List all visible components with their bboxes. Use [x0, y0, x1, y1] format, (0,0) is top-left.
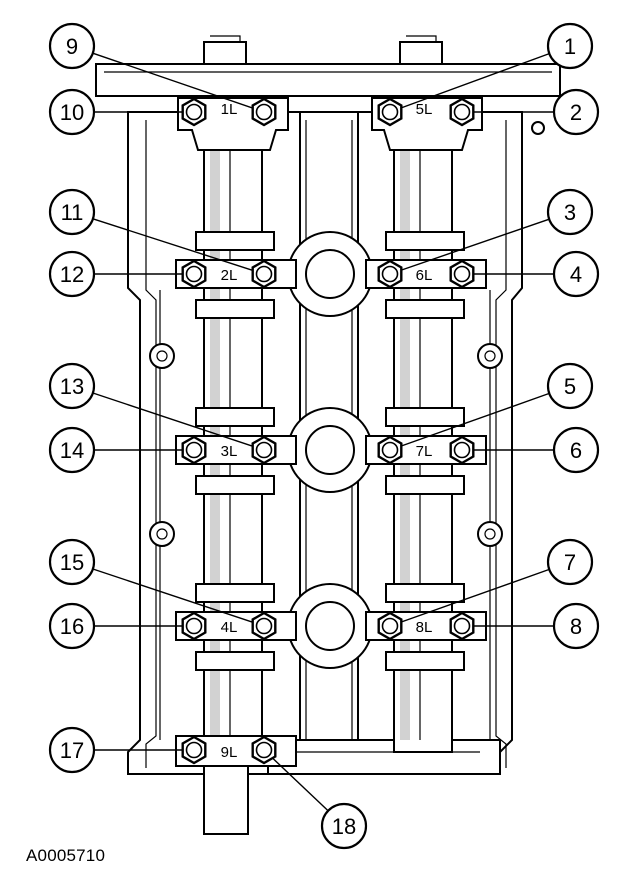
leader-line-15 [92, 568, 265, 627]
leader-line-7 [389, 568, 550, 627]
callout-number: 14 [60, 438, 84, 463]
callout-number: 3 [564, 200, 576, 225]
callout-15: 15 [48, 538, 96, 586]
leader-line-18 [263, 749, 329, 812]
callout-3: 3 [546, 188, 594, 236]
bolt-9 [251, 97, 277, 127]
cap-label-7L: 7L [416, 443, 433, 460]
callout-8: 8 [552, 602, 600, 650]
callout-number: 6 [570, 438, 582, 463]
callout-11: 11 [48, 188, 96, 236]
bolt-1 [377, 97, 403, 127]
bolt-11 [251, 259, 277, 289]
callout-number: 1 [564, 34, 576, 59]
callout-number: 5 [564, 374, 576, 399]
cap-label-8L: 8L [416, 619, 433, 636]
bolt-15 [251, 611, 277, 641]
callout-number: 10 [60, 100, 84, 125]
bolt-10 [181, 97, 207, 127]
leader-line-3 [389, 218, 550, 275]
bolt-3 [377, 259, 403, 289]
callout-number: 15 [60, 550, 84, 575]
cap-label-5L: 5L [416, 101, 433, 118]
right-camshaft [385, 111, 465, 753]
callout-9: 9 [48, 22, 96, 70]
callout-number: 12 [60, 262, 84, 287]
callout-number: 11 [61, 200, 84, 225]
spark-plug-bores [287, 231, 373, 669]
cap-label-3L: 3L [221, 443, 238, 460]
bolt-5 [377, 435, 403, 465]
left-camshaft [195, 111, 275, 753]
bolt-4 [449, 259, 475, 289]
callout-1: 1 [546, 22, 594, 70]
callout-number: 4 [570, 262, 582, 287]
callout-number: 13 [60, 374, 84, 399]
callout-4: 4 [552, 250, 600, 298]
leader-line-5 [389, 392, 550, 451]
callout-18: 18 [320, 802, 368, 850]
leader-line-1 [389, 52, 550, 113]
callout-number: 9 [66, 34, 78, 59]
bolt-13 [251, 435, 277, 465]
callout-5: 5 [546, 362, 594, 410]
callout-number: 17 [60, 738, 84, 763]
leader-line-11 [92, 218, 265, 275]
callout-number: 2 [570, 100, 582, 125]
cap-label-6L: 6L [416, 267, 433, 284]
bolt-16 [181, 611, 207, 641]
callout-number: 8 [570, 614, 582, 639]
cap-label-1L: 1L [221, 101, 238, 118]
cap-label-4L: 4L [221, 619, 238, 636]
bolt-2 [449, 97, 475, 127]
leader-line-9 [92, 52, 265, 113]
callout-2: 2 [552, 88, 600, 136]
callout-14: 14 [48, 426, 96, 474]
leader-line-13 [92, 392, 265, 451]
bolt-14 [181, 435, 207, 465]
callout-number: 7 [564, 550, 576, 575]
callout-number: 18 [332, 814, 356, 839]
callout-6: 6 [552, 426, 600, 474]
bolt-12 [181, 259, 207, 289]
bolt-18 [251, 735, 277, 765]
callout-number: 16 [60, 614, 84, 639]
callout-13: 13 [48, 362, 96, 410]
cap-label-2L: 2L [221, 267, 238, 284]
bolt-7 [377, 611, 403, 641]
bolt-17 [181, 735, 207, 765]
leader-lines [92, 52, 554, 812]
figure-id: A0005710 [26, 846, 106, 865]
bolt-6 [449, 435, 475, 465]
callout-12: 12 [48, 250, 96, 298]
callout-17: 17 [48, 726, 96, 774]
callout-7: 7 [546, 538, 594, 586]
callout-16: 16 [48, 602, 96, 650]
callout-10: 10 [48, 88, 96, 136]
cap-label-9L: 9L [221, 744, 238, 761]
bolts [181, 97, 475, 765]
bolt-8 [449, 611, 475, 641]
